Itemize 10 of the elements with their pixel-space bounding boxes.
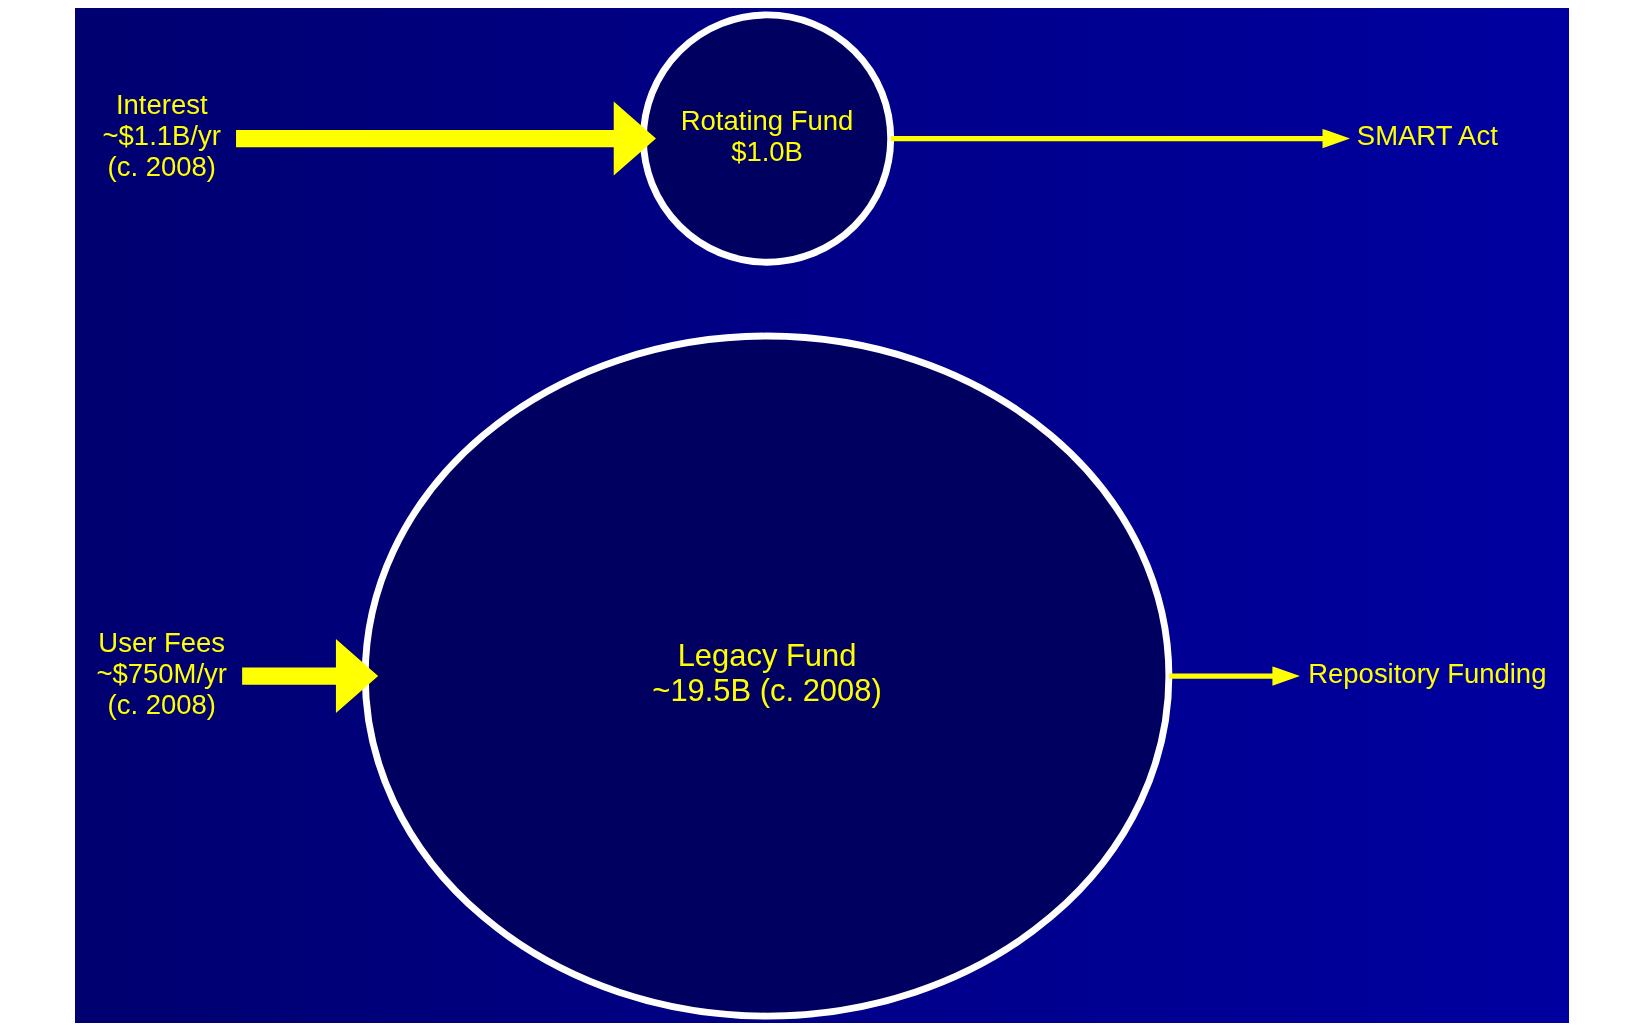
node-ellipse: Legacy Fund ~19.5B (c. 2008) (361, 332, 1173, 1020)
arrow (236, 101, 656, 176)
node-circle: Rotating Fund $1.0B (639, 11, 895, 266)
arrow (242, 639, 379, 713)
node-text: Repository Funding (1308, 657, 1547, 689)
arrow (1169, 666, 1300, 686)
node-text: Interest ~$1.1B/yr (c. 2008) (102, 89, 221, 182)
node-text: User Fees ~$750M/yr (c. 2008) (96, 626, 227, 720)
node-text: SMART Act (1356, 120, 1498, 152)
arrow (890, 128, 1351, 149)
